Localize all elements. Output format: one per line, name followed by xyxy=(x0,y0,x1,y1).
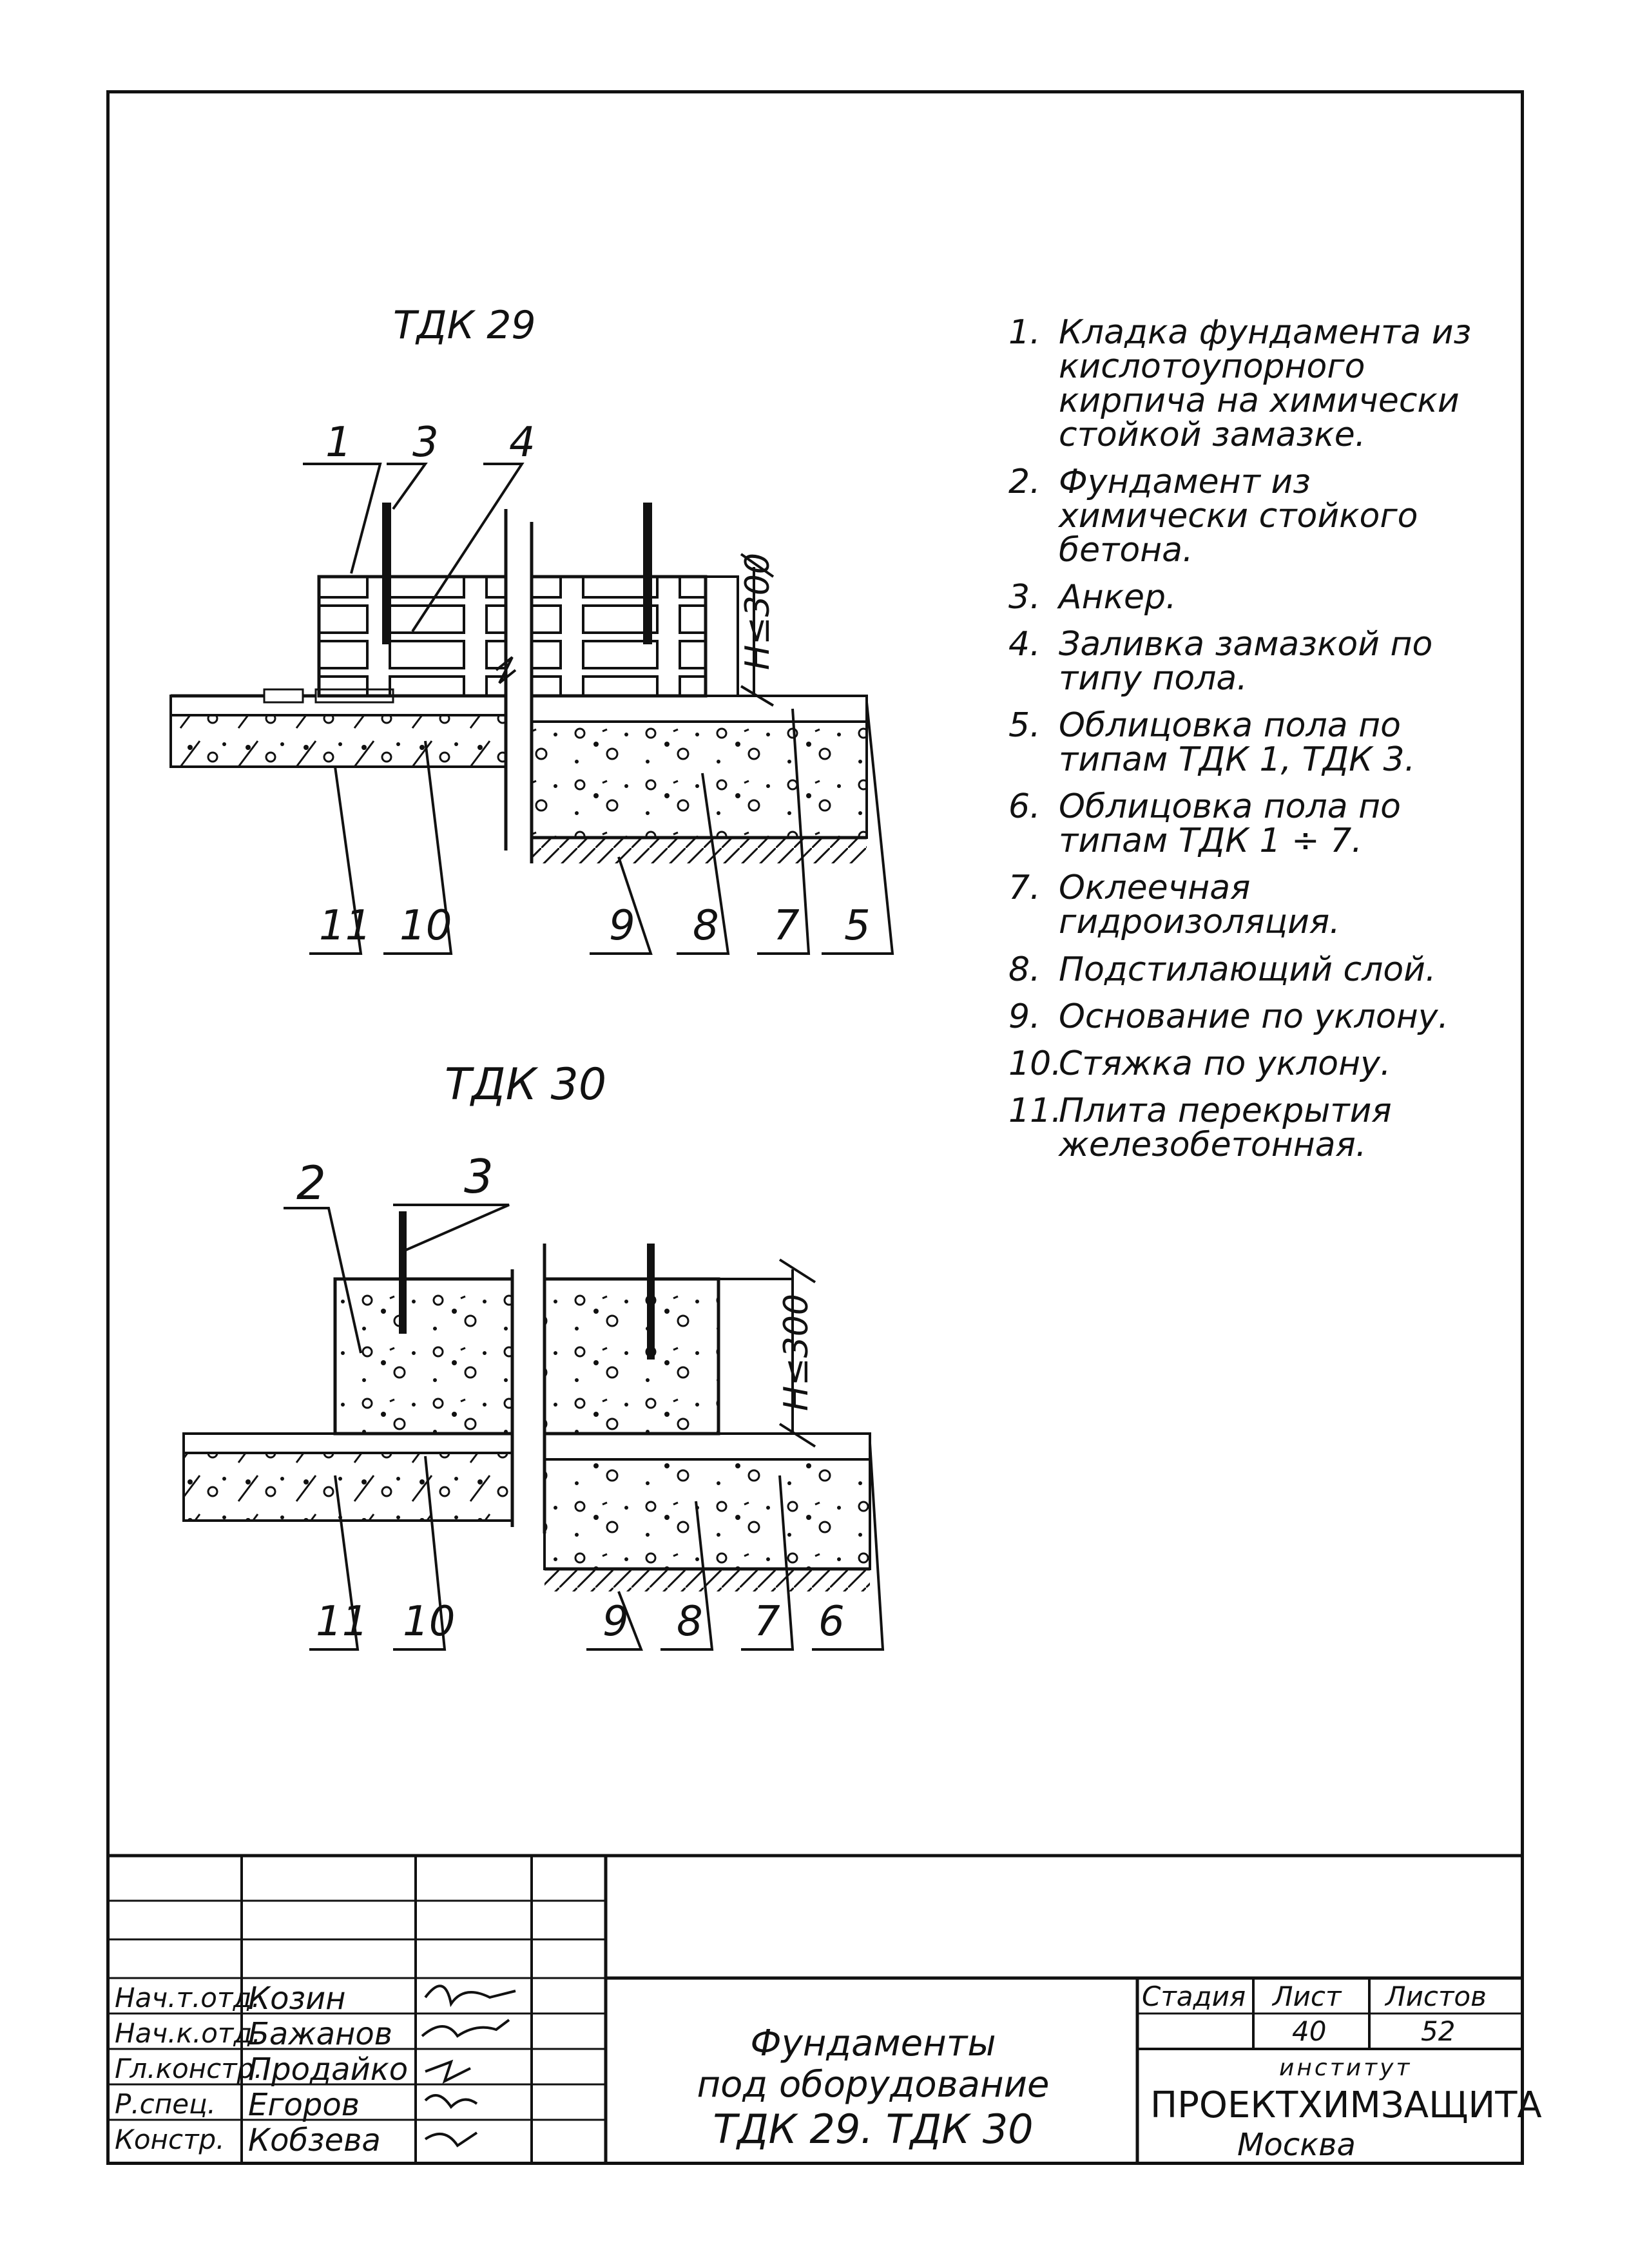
note-item: 4. Заливка замазкой по типу пола. xyxy=(1008,628,1498,696)
tb-name-3: Продайко xyxy=(248,2052,409,2088)
note-number: 11. xyxy=(1008,1091,1062,1130)
tb-name-4: Егоров xyxy=(248,2087,360,2123)
signatures xyxy=(421,1984,516,2148)
note-text: Облицовка пола по типам ТДК 1 ÷ 7. xyxy=(1059,787,1401,861)
tb-role-3: Гл.констр. xyxy=(115,2053,263,2084)
tb-name-5: Кобзева xyxy=(248,2122,381,2158)
sheet-frame xyxy=(106,90,1524,2165)
tb-role-5: Констр. xyxy=(115,2124,225,2155)
drawing-title-block: Фундаменты под оборудование ТДК 29. ТДК … xyxy=(619,2023,1128,2152)
callout-tdk30-6: 6 xyxy=(818,1598,845,1646)
callout-tdk30-8: 8 xyxy=(677,1598,703,1646)
note-text: Облицовка пола по типам ТДК 1, ТДК 3. xyxy=(1059,706,1416,780)
note-text: Плита перекрытия железобетонная. xyxy=(1059,1091,1392,1164)
note-item: 3. Анкер. xyxy=(1008,581,1498,615)
tb-sheets-count: 52 xyxy=(1421,2015,1456,2047)
note-number: 6. xyxy=(1008,787,1041,827)
note-number: 5. xyxy=(1008,706,1041,745)
callout-tdk29-11: 11 xyxy=(319,902,372,950)
callout-tdk30-2: 2 xyxy=(296,1156,326,1210)
drawing-title-tdk30: ТДК 30 xyxy=(445,1059,607,1110)
callout-tdk29-9: 9 xyxy=(609,902,635,950)
callout-tdk30-11: 11 xyxy=(316,1598,369,1646)
callout-tdk30-3: 3 xyxy=(464,1149,494,1204)
tb-stage-label: Стадия xyxy=(1142,1981,1246,2012)
note-item: 1. Кладка фундамента из кислотоупорного к… xyxy=(1008,313,1498,455)
note-item: 5. Облицовка пола по типам ТДК 1, ТДК 3. xyxy=(1008,709,1498,777)
drawing-tdk29 xyxy=(169,463,894,955)
note-item: 2. Фундамент из химически стойкого бетона… xyxy=(1008,465,1498,568)
note-text: Кладка фундамента из кислотоупорного кир… xyxy=(1059,313,1472,455)
callout-tdk29-8: 8 xyxy=(693,902,719,950)
callout-tdk29-4: 4 xyxy=(509,419,535,466)
height-label-tdk29: H≤300 xyxy=(738,553,777,670)
note-number: 3. xyxy=(1008,578,1041,617)
note-text: Основание по уклону. xyxy=(1059,997,1449,1036)
tb-name-1: Козин xyxy=(248,1981,346,2017)
title-line-1: Фундаменты xyxy=(750,2023,996,2064)
note-item: 11.Плита перекрытия железобетонная. xyxy=(1008,1091,1498,1164)
title-line-2: под оборудование xyxy=(697,2064,1050,2106)
callout-tdk30-7: 7 xyxy=(754,1598,780,1646)
drawing-title-tdk29: ТДК 29 xyxy=(393,303,536,348)
height-label-tdk30: H≤300 xyxy=(777,1294,816,1411)
tb-role-4: Р.спец. xyxy=(115,2088,217,2120)
note-text: Заливка замазкой по типу пола. xyxy=(1059,625,1433,698)
callout-tdk29-5: 5 xyxy=(844,902,871,950)
note-number: 9. xyxy=(1008,997,1041,1036)
tb-sheet-number: 40 xyxy=(1292,2015,1327,2047)
callout-tdk29-3: 3 xyxy=(412,419,439,466)
note-item: 9. Основание по уклону. xyxy=(1008,997,1498,1036)
tb-institute-label: институт xyxy=(1279,2055,1412,2081)
callout-tdk30-9: 9 xyxy=(602,1598,629,1646)
note-text: Подстилающий слой. xyxy=(1059,950,1436,989)
note-text: Анкер. xyxy=(1059,578,1177,617)
note-number: 8. xyxy=(1008,950,1041,989)
callout-tdk30-10: 10 xyxy=(403,1598,456,1646)
callout-tdk29-1: 1 xyxy=(325,419,352,466)
note-text: Оклеечная гидроизоляция. xyxy=(1059,869,1340,942)
tb-name-2: Бажанов xyxy=(248,2016,393,2052)
tb-institute-name: ПРОЕКТХИМЗАЩИТА xyxy=(1150,2084,1542,2126)
note-item: 7. Оклеечная гидроизоляция. xyxy=(1008,871,1498,939)
callout-tdk29-10: 10 xyxy=(400,902,452,950)
notes-list: 1. Кладка фундамента из кислотоупорного к… xyxy=(1008,313,1498,1175)
note-text: Стяжка по уклону. xyxy=(1059,1044,1391,1083)
title-line-3: ТДК 29. ТДК 30 xyxy=(713,2105,1034,2153)
note-number: 4. xyxy=(1008,625,1041,664)
note-item: 10.Стяжка по уклону. xyxy=(1008,1044,1498,1083)
tb-city: Москва xyxy=(1237,2127,1356,2163)
note-number: 1. xyxy=(1008,313,1041,352)
tb-sheet-label: Лист xyxy=(1273,1981,1342,2012)
tb-role-1: Нач.т.отд. xyxy=(115,1982,260,2013)
note-number: 10. xyxy=(1008,1044,1062,1083)
note-item: 8. Подстилающий слой. xyxy=(1008,950,1498,989)
note-number: 7. xyxy=(1008,869,1041,908)
note-number: 2. xyxy=(1008,463,1041,502)
note-item: 6. Облицовка пола по типам ТДК 1 ÷ 7. xyxy=(1008,790,1498,858)
callout-tdk29-7: 7 xyxy=(773,902,800,950)
note-text: Фундамент из химически стойкого бетона. xyxy=(1059,463,1418,570)
drawing-tdk30 xyxy=(182,1204,885,1651)
title-block-grid xyxy=(110,1854,1524,2165)
tb-role-2: Нач.к.отд. xyxy=(115,2017,261,2049)
tb-sheets-label: Листов xyxy=(1385,1981,1487,2012)
